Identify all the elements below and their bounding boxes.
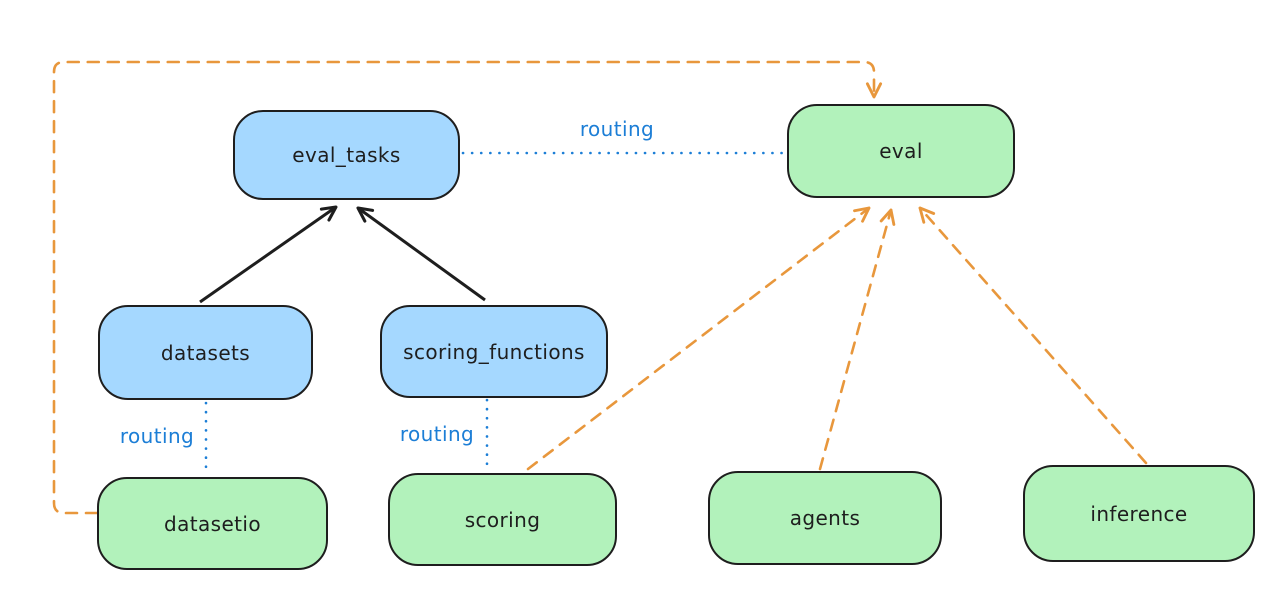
edge-scoring-to-eval <box>526 206 871 471</box>
node-agents-label: agents <box>789 506 861 530</box>
node-datasetio: datasetio <box>97 477 328 570</box>
edge-agents-to-eval <box>818 208 896 471</box>
edge-scoring-functions-to-eval-tasks <box>356 206 486 302</box>
edge-inference-to-eval <box>918 206 1148 465</box>
node-agents: agents <box>708 471 942 565</box>
node-scoring: scoring <box>388 473 617 566</box>
node-datasets-label: datasets <box>160 340 251 365</box>
node-scoring-functions-label: scoring_functions <box>403 339 585 364</box>
node-eval-tasks: eval_tasks <box>233 110 460 200</box>
node-eval-tasks-label: eval_tasks <box>292 143 401 167</box>
node-inference: inference <box>1023 465 1255 562</box>
node-datasetio-label: datasetio <box>163 511 261 536</box>
edge-datasets-to-eval-tasks <box>199 205 338 304</box>
node-scoring-label: scoring <box>464 507 541 532</box>
routing-label-datasets-datasetio: routing <box>119 424 195 448</box>
routing-label-scoring-functions-scoring: routing <box>399 422 475 446</box>
edge-datasetio-to-eval <box>52 60 883 515</box>
routing-label-eval-tasks-eval: routing <box>579 117 655 141</box>
node-eval-label: eval <box>879 139 923 163</box>
node-inference-label: inference <box>1090 501 1188 526</box>
node-scoring-functions: scoring_functions <box>380 305 608 398</box>
node-eval: eval <box>787 104 1015 198</box>
node-datasets: datasets <box>98 305 313 400</box>
